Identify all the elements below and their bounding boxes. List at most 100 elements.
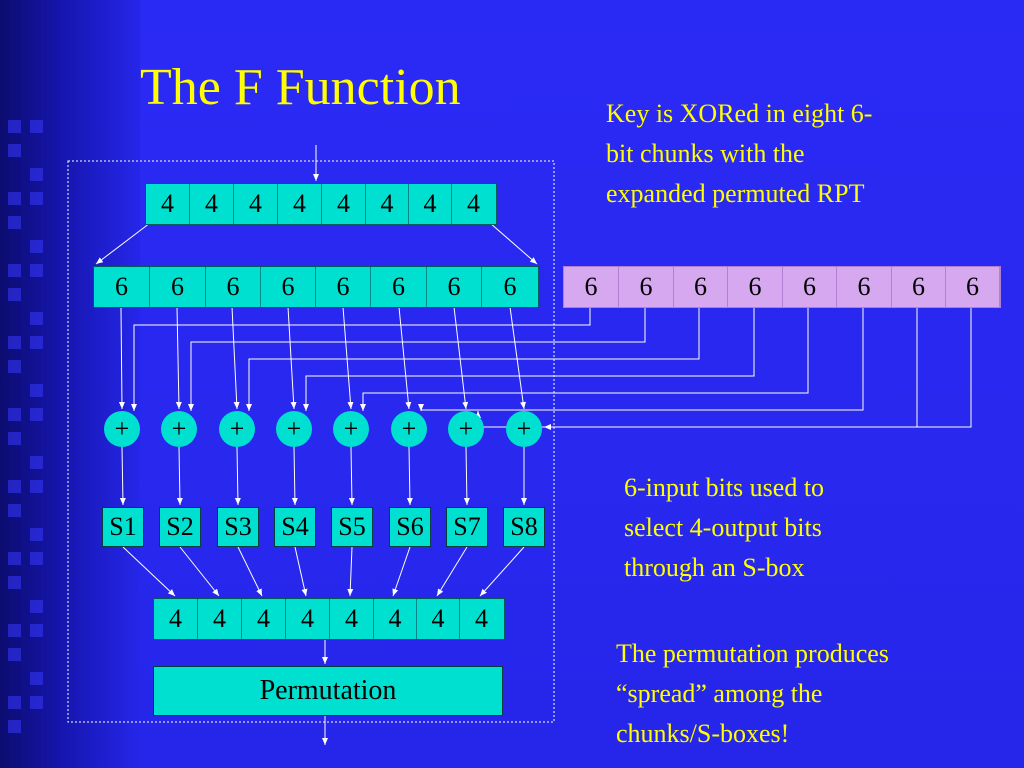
- input-cell: 4: [234, 184, 278, 224]
- key-route-line: [246, 307, 700, 411]
- connector-line: [453, 306, 469, 410]
- note-line: expanded permuted RPT: [606, 179, 865, 208]
- key-route-line: [188, 307, 646, 411]
- sbox-s5: S5: [331, 507, 373, 547]
- output-cell: 4: [475, 604, 488, 633]
- decorative-square: [30, 192, 43, 205]
- decorative-square: [30, 264, 43, 277]
- input-cell: 4: [366, 184, 409, 224]
- expanded-cell: 6: [316, 267, 371, 307]
- note-line: through an S-box: [624, 553, 805, 582]
- decorative-square: [30, 456, 43, 469]
- note-line: The permutation produces: [616, 639, 889, 668]
- note-line: “spread” among the: [616, 679, 823, 708]
- key-route-line: [303, 307, 755, 411]
- input-cell: 4: [322, 184, 366, 224]
- expanded-cell: 6: [150, 267, 206, 307]
- xor-node: +: [219, 411, 255, 447]
- sbox-s1: S1: [102, 507, 144, 547]
- slide-title: The F Function: [140, 59, 461, 116]
- decorative-square: [30, 480, 43, 493]
- decorative-square: [30, 552, 43, 565]
- sbox-s6: S6: [389, 507, 431, 547]
- key-route-line: [544, 307, 972, 430]
- decorative-square: [30, 168, 43, 181]
- connector-line: [348, 446, 355, 506]
- input-cell: 4: [190, 184, 234, 224]
- decorative-square: [8, 216, 21, 229]
- xor-node: +: [333, 411, 369, 447]
- key-xor-note: Key is XORed in eight 6- bit chunks with…: [606, 94, 872, 214]
- decorative-square: [8, 696, 21, 709]
- decorative-square: [30, 528, 43, 541]
- key-route-line: [131, 307, 591, 411]
- sbox-note: 6-input bits used to select 4-output bit…: [624, 468, 824, 588]
- connector-line: [231, 306, 240, 410]
- permutation-box: Permutation: [153, 666, 503, 716]
- xor-node: +: [448, 411, 484, 447]
- output-row: 4 4 4 4 4 4 4 4: [153, 598, 505, 640]
- decorative-square: [30, 312, 43, 325]
- key-cell: 6: [619, 267, 674, 307]
- note-line: 6-input bits used to: [624, 473, 825, 502]
- sbox-s4: S4: [274, 507, 316, 547]
- output-cell: 4: [154, 599, 198, 639]
- decorative-square: [30, 384, 43, 397]
- decorative-square: [8, 576, 21, 589]
- sbox-s7: S7: [446, 507, 488, 547]
- connector-line: [237, 546, 263, 597]
- connector-line: [118, 306, 125, 410]
- decorative-square: [8, 720, 21, 733]
- key-route-line: [360, 307, 809, 411]
- decorative-square: [8, 144, 21, 157]
- permutation-note: The permutation produces “spread” among …: [616, 634, 889, 754]
- decorative-square: [8, 624, 21, 637]
- expanded-cell: 6: [94, 267, 150, 307]
- f-function-boundary: [67, 160, 555, 723]
- connector-line: [234, 446, 241, 506]
- decorative-square: [30, 600, 43, 613]
- output-cell: 4: [286, 599, 330, 639]
- decorative-square: [30, 240, 43, 253]
- decorative-square: [30, 408, 43, 421]
- connector-line: [509, 306, 527, 410]
- key-row: 6 6 6 6 6 6 6 6: [563, 266, 1001, 308]
- connector-line: [479, 546, 525, 597]
- decorative-square: [8, 336, 21, 349]
- decorative-squares: [8, 120, 68, 768]
- connector-line: [294, 546, 308, 597]
- decorative-square: [8, 648, 21, 661]
- key-cell: 6: [564, 267, 619, 307]
- decorative-square: [8, 552, 21, 565]
- xor-node: +: [391, 411, 427, 447]
- note-line: bit chunks with the: [606, 139, 805, 168]
- connector-line: [119, 446, 126, 506]
- expanded-cell: 6: [427, 267, 482, 307]
- input-cell: 4: [278, 184, 322, 224]
- xor-node: +: [276, 411, 312, 447]
- decorative-square: [8, 120, 21, 133]
- note-line: Key is XORed in eight 6-: [606, 99, 873, 128]
- connector-line: [176, 446, 183, 506]
- left-gradient-band: [0, 0, 140, 768]
- key-cell: 6: [946, 267, 1000, 307]
- input-cell: 4: [467, 189, 480, 218]
- output-cell: 4: [374, 599, 417, 639]
- key-route-line: [418, 307, 864, 411]
- connector-line: [287, 306, 297, 410]
- expanded-cell: 6: [503, 272, 517, 301]
- key-cell: 6: [837, 267, 892, 307]
- connector-line: [347, 546, 354, 597]
- connector-line: [406, 446, 413, 506]
- connector-line: [436, 546, 468, 597]
- sbox-s8: S8: [503, 507, 545, 547]
- decorative-square: [30, 672, 43, 685]
- connector-line: [398, 306, 412, 410]
- note-line: select 4-output bits: [624, 513, 822, 542]
- decorative-square: [30, 120, 43, 133]
- xor-node: +: [161, 411, 197, 447]
- output-cell: 4: [330, 599, 374, 639]
- input-cell: 4: [409, 184, 452, 224]
- output-cell: 4: [198, 599, 242, 639]
